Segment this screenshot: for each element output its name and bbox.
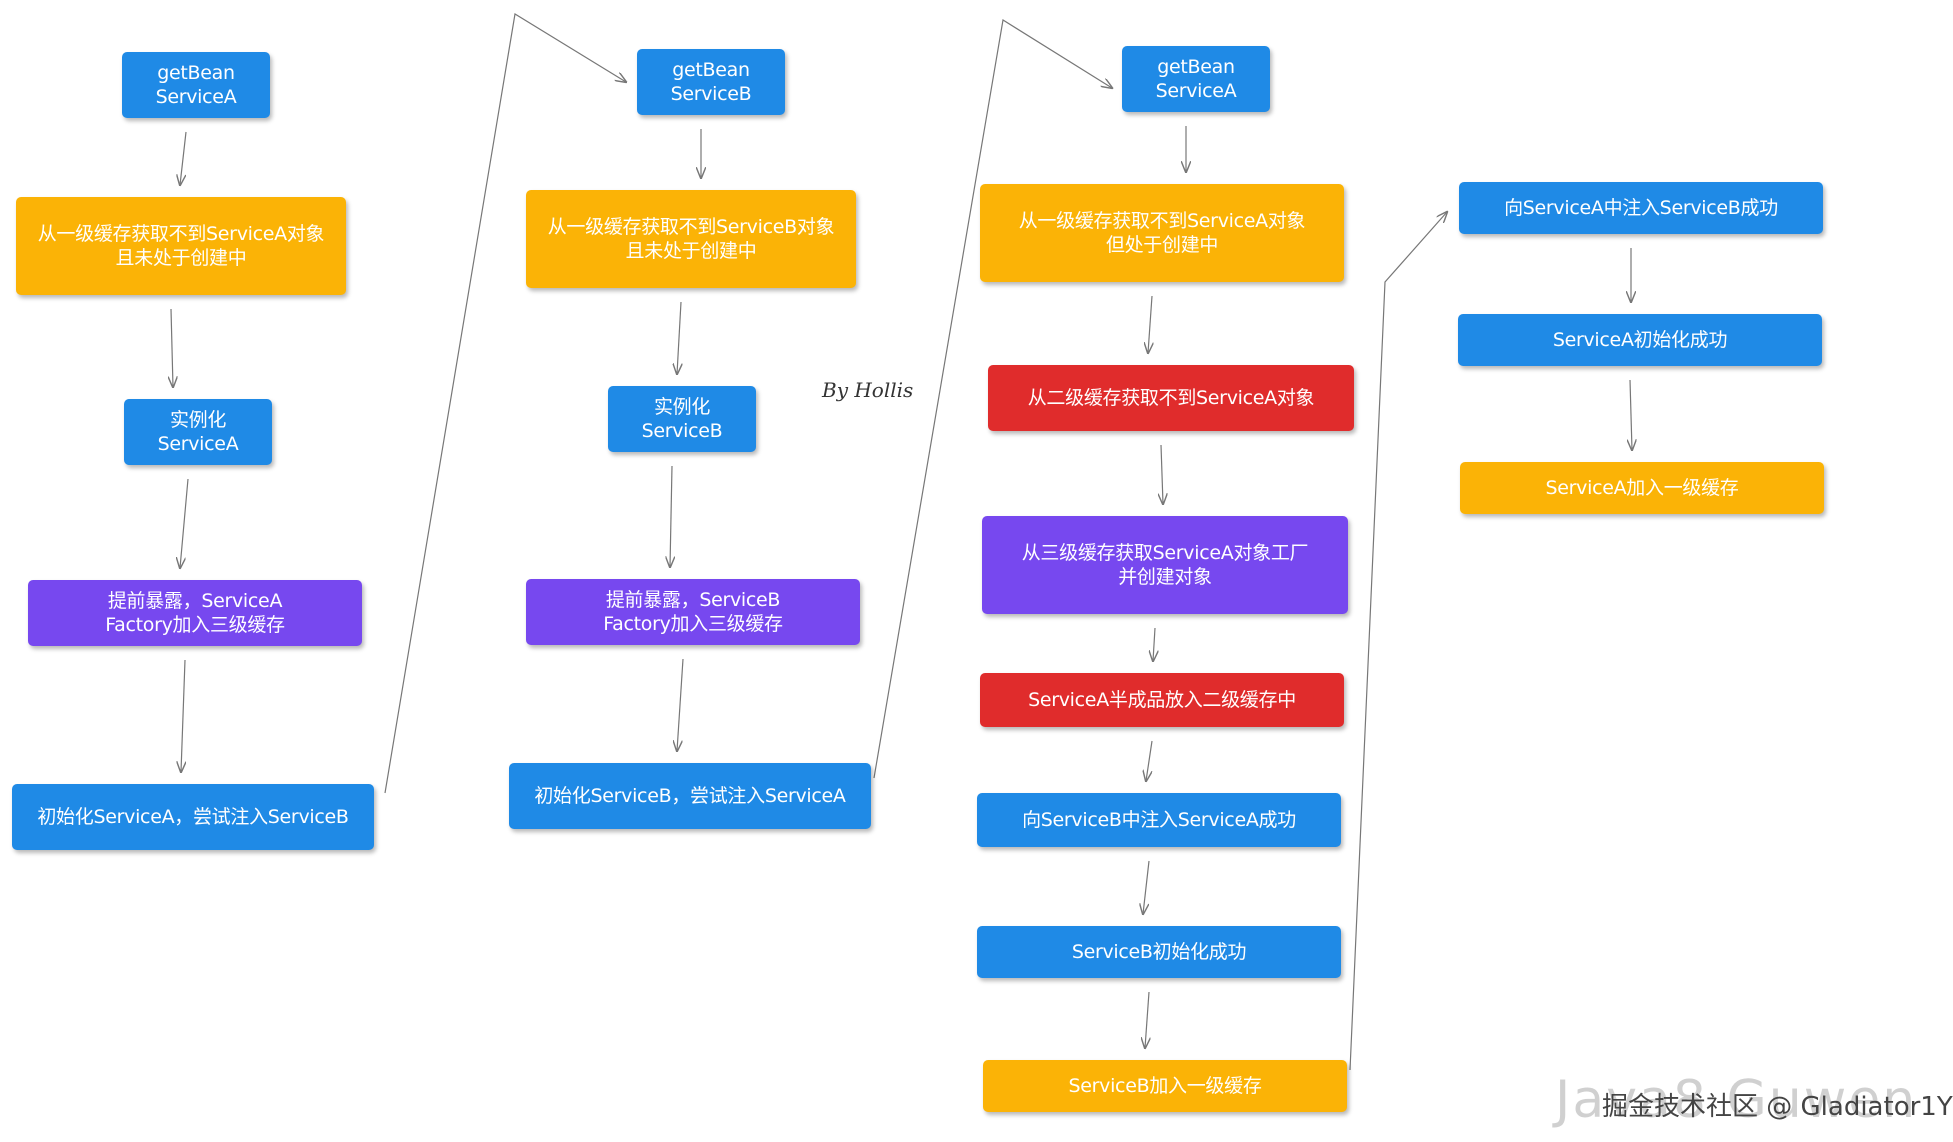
author-label: By Hollis [822, 378, 914, 402]
arrow-col3-4 [1153, 627, 1155, 661]
flow-step-4-3: ServiceA加入一级缓存 [1460, 462, 1824, 514]
flow-step-3-7: ServiceB初始化成功 [977, 926, 1341, 978]
credit-label: 掘金技术社区 @ Gladiator1Y [1602, 1092, 1953, 1122]
flow-step-3-2: 从一级缓存获取不到ServiceA对象 但处于创建中 [980, 184, 1344, 282]
arrow-col3-5 [1146, 740, 1153, 781]
flow-step-1-3: 实例化ServiceA [124, 399, 272, 465]
flow-step-4-1: 向ServiceA中注入ServiceB成功 [1459, 182, 1823, 234]
arrow-col3-6 [1143, 860, 1150, 914]
arrow-col1-2 [171, 308, 173, 387]
arrow-col3-to-col4 [1349, 212, 1447, 1071]
flow-step-3-3: 从二级缓存获取不到ServiceA对象 [988, 365, 1354, 431]
arrow-col4-2 [1630, 379, 1632, 450]
flow-step-3-5: ServiceA半成品放入二级缓存中 [980, 673, 1344, 727]
arrow-col1-4 [181, 659, 185, 772]
flow-step-3-8: ServiceB加入一级缓存 [983, 1060, 1347, 1112]
arrow-col2-to-col3 [873, 19, 1112, 779]
arrow-col1-3 [180, 478, 189, 568]
flow-step-2-2: 从一级缓存获取不到ServiceB对象 且未处于创建中 [526, 190, 856, 288]
arrow-col3-2 [1148, 295, 1152, 353]
flow-step-2-4: 提前暴露，ServiceB Factory加入三级缓存 [526, 579, 860, 645]
flow-step-2-5: 初始化ServiceB，尝试注入ServiceA [509, 763, 871, 829]
arrow-col2-3 [670, 465, 672, 567]
flow-step-3-4: 从三级缓存获取ServiceA对象工厂 并创建对象 [982, 516, 1348, 614]
flow-step-2-3: 实例化ServiceB [608, 386, 756, 452]
flow-step-2-1: getBean ServiceB [637, 49, 785, 115]
arrow-col3-7 [1145, 991, 1149, 1048]
arrow-col1-1 [180, 131, 187, 185]
arrow-col3-3 [1161, 444, 1163, 504]
flow-step-1-1: getBean ServiceA [122, 52, 270, 118]
flow-step-1-4: 提前暴露，ServiceA Factory加入三级缓存 [28, 580, 362, 646]
flow-step-1-5: 初始化ServiceA，尝试注入ServiceB [12, 784, 374, 850]
flow-step-3-1: getBean ServiceA [1122, 46, 1270, 112]
watermark: Java8 Guwen [1555, 1070, 1918, 1130]
flow-step-4-2: ServiceA初始化成功 [1458, 314, 1822, 366]
flow-step-1-2: 从一级缓存获取不到ServiceA对象 且未处于创建中 [16, 197, 346, 295]
flow-step-3-6: 向ServiceB中注入ServiceA成功 [977, 793, 1341, 847]
arrow-col2-2 [677, 301, 681, 374]
arrow-col1-to-col2 [384, 13, 626, 794]
arrow-col2-4 [677, 658, 684, 751]
